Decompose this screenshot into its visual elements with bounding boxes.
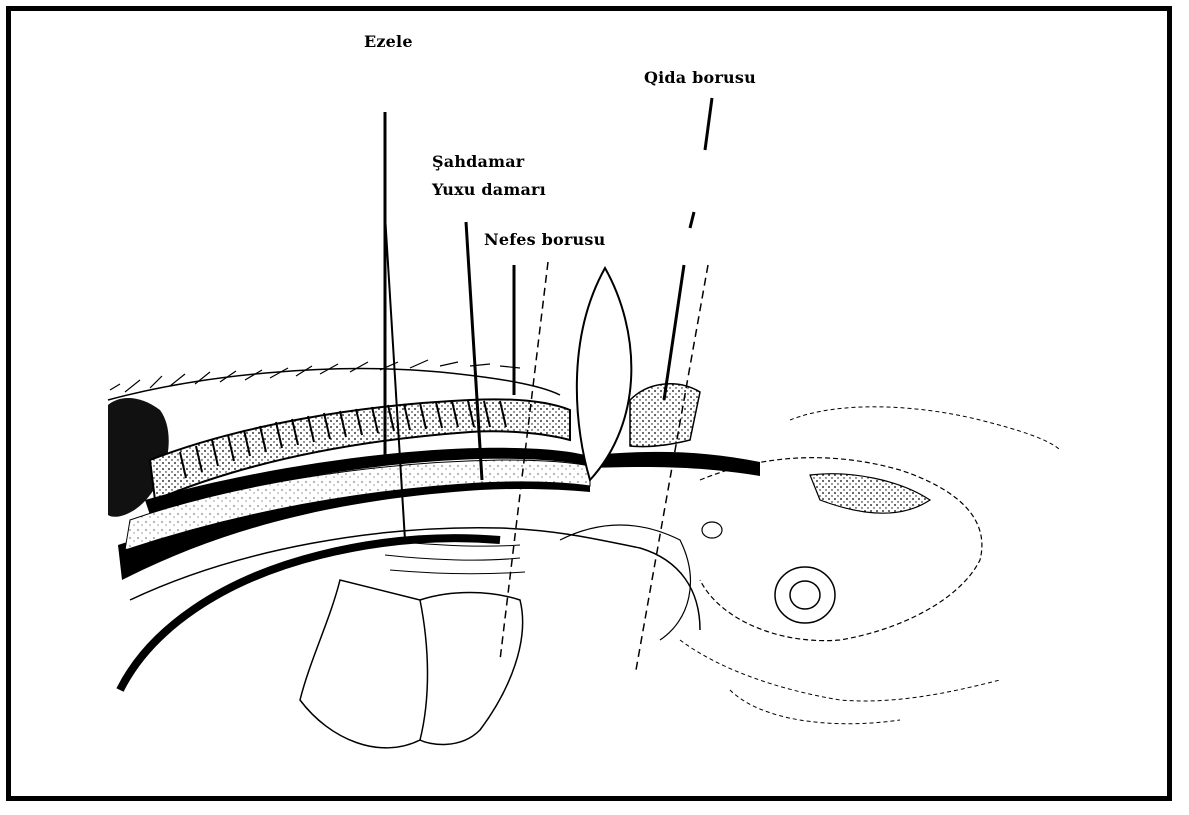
label-nefes-borusu: Nefes borusu xyxy=(484,230,605,249)
qida-leader-main xyxy=(664,265,684,400)
label-ezele: Ezele xyxy=(364,32,413,51)
chin xyxy=(730,690,900,724)
qida-leader-mid xyxy=(690,212,694,228)
label-yuxu-damari: Yuxu damarı xyxy=(432,180,546,199)
knife-blade xyxy=(577,268,632,480)
ear-ring-outer xyxy=(775,567,835,623)
larynx-lobe-1 xyxy=(300,580,428,748)
nostril xyxy=(702,522,722,538)
label-qida-borusu: Qida borusu xyxy=(644,68,756,87)
lower-jaw xyxy=(680,640,1000,701)
ear-outline xyxy=(790,407,1060,450)
sahdamar-leader xyxy=(466,222,482,480)
hair-strokes xyxy=(110,360,520,392)
trachea-rings xyxy=(380,540,525,574)
dorsal-skin-line xyxy=(108,369,560,400)
ear-ring-inner xyxy=(790,581,820,609)
larynx-lobe-3 xyxy=(560,525,690,640)
qida-leader-top xyxy=(705,98,712,150)
larynx-lobe-2 xyxy=(420,593,523,745)
right-spine xyxy=(590,452,760,476)
label-sahdamar: Şahdamar xyxy=(432,152,524,171)
eye-shape xyxy=(810,474,930,513)
